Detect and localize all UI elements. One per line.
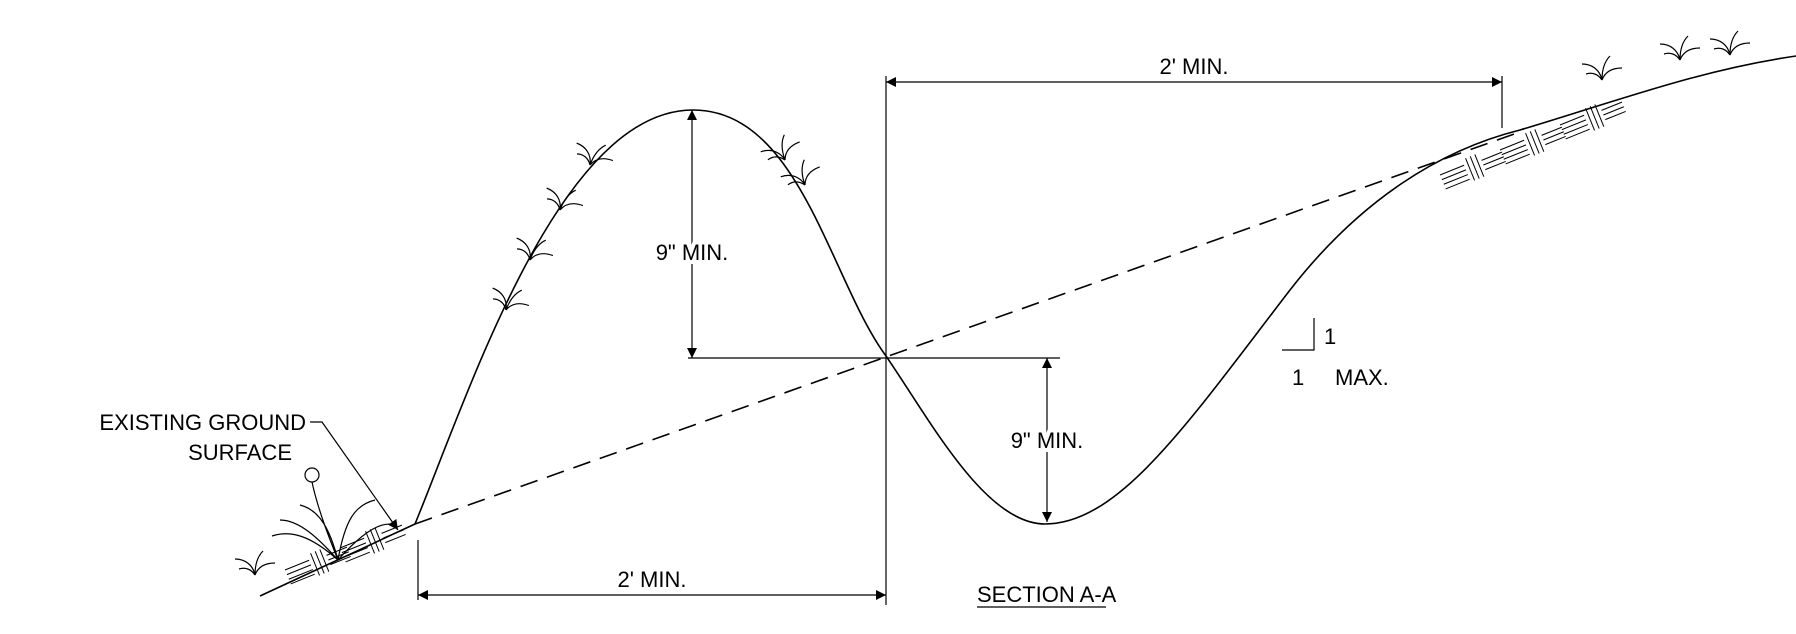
callout-leader: [310, 421, 399, 531]
swale-depth-label: 9" MIN.: [1011, 428, 1084, 453]
bottom-width-label: 2' MIN.: [618, 567, 687, 592]
ground-profile: [259, 55, 1796, 597]
existing-ground-line: [414, 131, 1521, 525]
callout-line2: SURFACE: [188, 440, 292, 465]
slope-run: 1: [1292, 365, 1304, 390]
callout-line1: EXISTING GROUND: [99, 410, 306, 435]
dandelion-icon: [271, 467, 396, 561]
slope-max: MAX.: [1335, 365, 1389, 390]
grass-tuft-icon: [234, 30, 1751, 576]
slope-rise: 1: [1324, 324, 1336, 349]
top-width-label: 2' MIN.: [1160, 54, 1229, 79]
slope-indicator: [1282, 318, 1315, 351]
section-title: SECTION A-A: [977, 582, 1117, 607]
berm-height-label: 9" MIN.: [656, 240, 729, 265]
